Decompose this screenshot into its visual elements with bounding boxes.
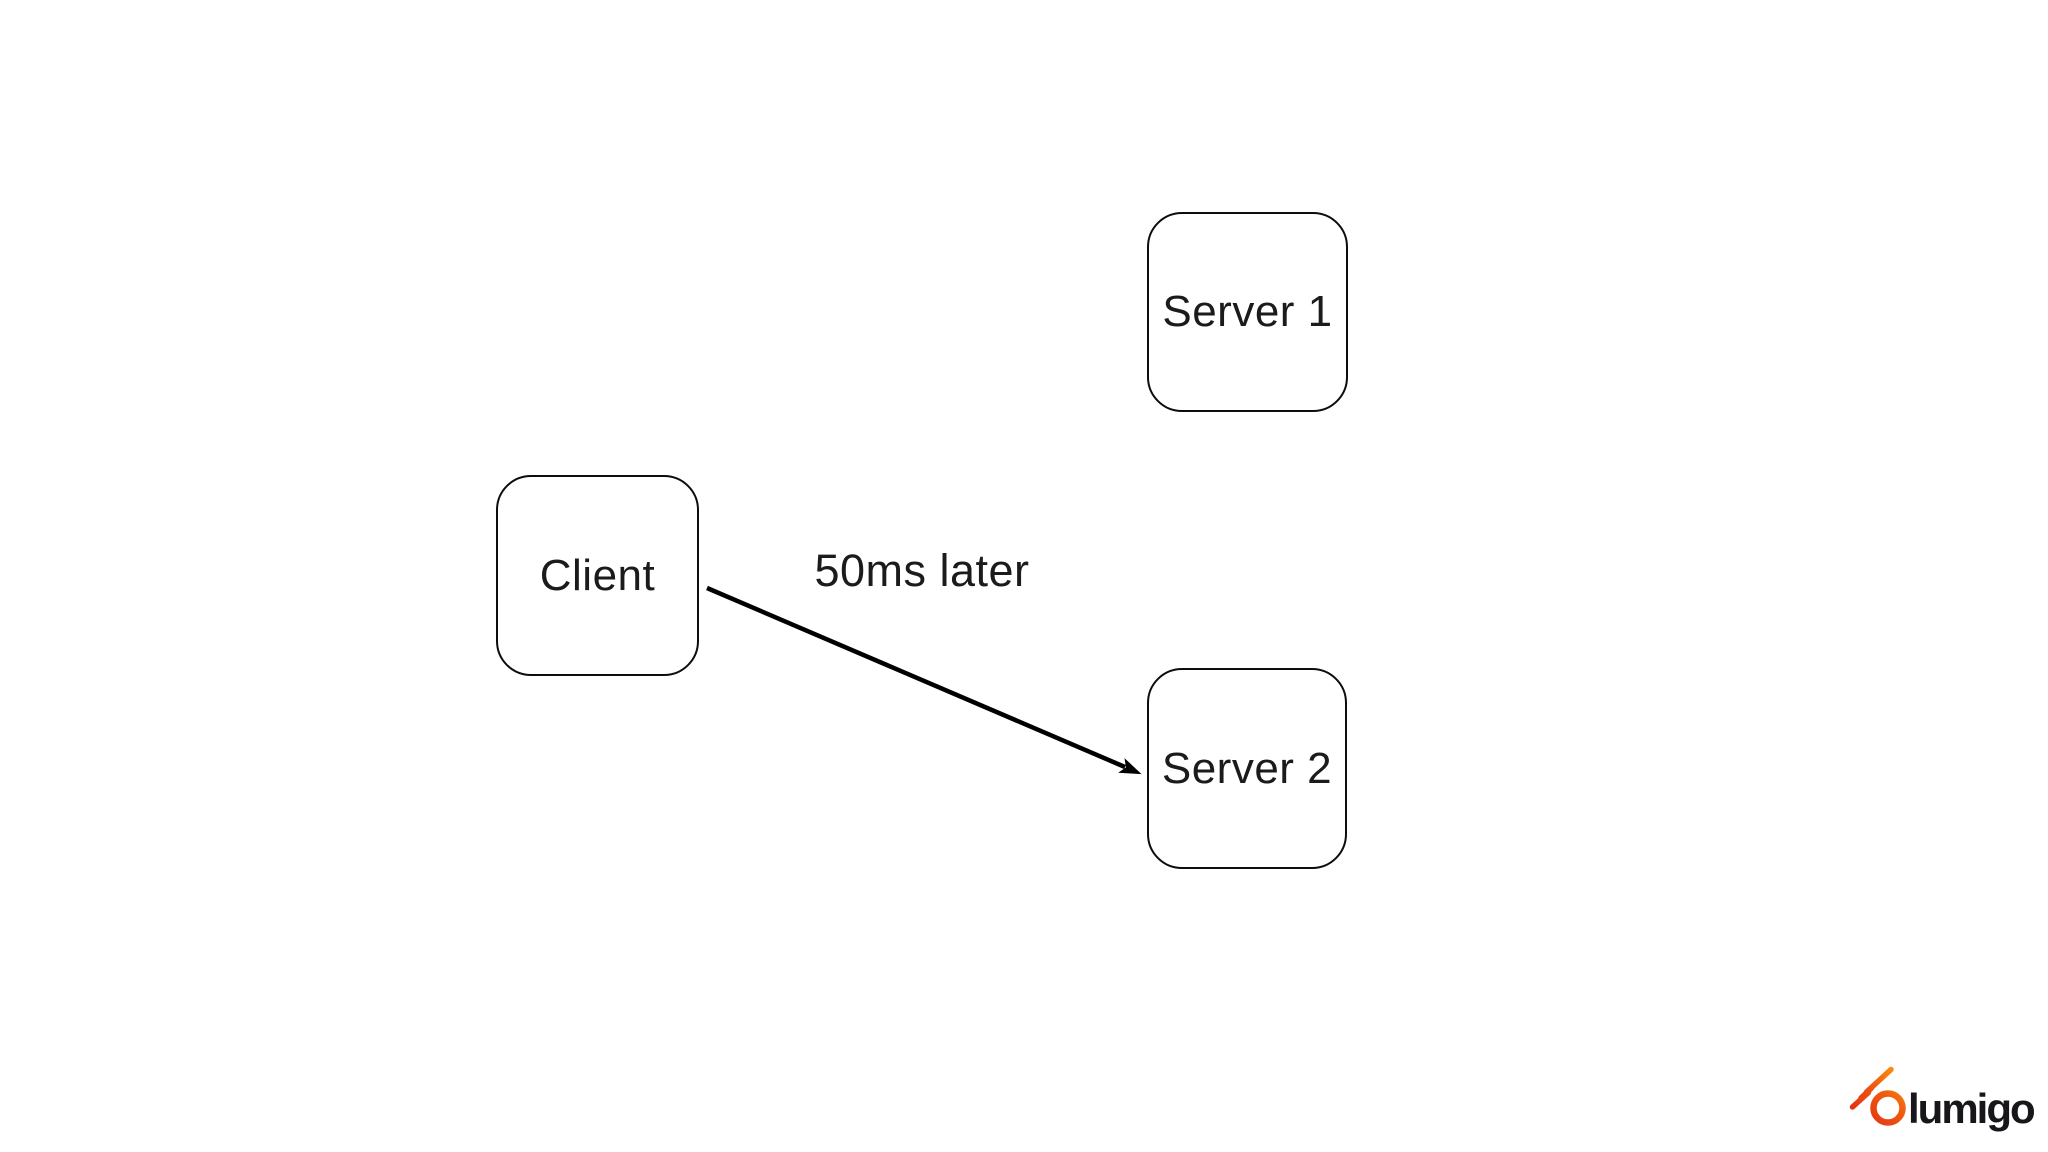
comet-ring-icon — [1849, 1066, 1906, 1126]
arrow-client-to-server2 — [706, 585, 1142, 775]
node-server-2-label: Server 2 — [1161, 743, 1333, 793]
node-server-1-label: Server 1 — [1162, 287, 1333, 336]
lumigo-wordmark: lumigo — [1908, 1085, 2036, 1132]
node-client-label: Client — [539, 550, 656, 600]
node-client: Client — [496, 475, 699, 676]
edge-label-latency: 50ms later — [814, 545, 1030, 596]
node-server-1: Server 1 — [1147, 212, 1348, 412]
node-server-2: Server 2 — [1147, 668, 1347, 869]
lumigo-logo: lumigo — [1849, 1066, 2039, 1136]
